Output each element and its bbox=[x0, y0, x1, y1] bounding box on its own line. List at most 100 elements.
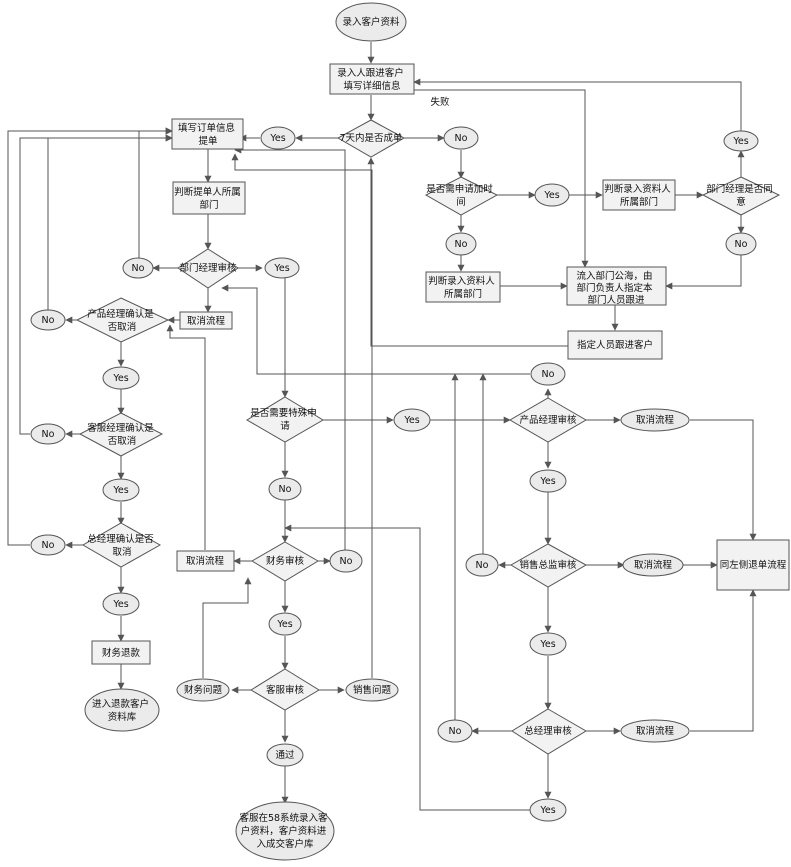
deal-7days-decision bbox=[336, 119, 406, 158]
cs-yes-label: Yes bbox=[112, 485, 128, 496]
fail-label: 失败 bbox=[430, 96, 450, 108]
pm-review-yes-node bbox=[529, 469, 567, 493]
dept-yes-node bbox=[264, 257, 300, 279]
agree-no-node bbox=[725, 232, 757, 256]
extend-label: 是否需申请加时 间 bbox=[426, 183, 496, 208]
public-pool-label: 流入部门公海，由 部门负责人指定本 部门人员跟进 bbox=[576, 270, 655, 306]
judge-dept-label-1: 判断提单人所属 部门 bbox=[174, 186, 244, 211]
cs-yes-node bbox=[102, 478, 140, 502]
dept-manager-review-label: 部门经理审核 bbox=[179, 262, 237, 274]
sales-issue-label: 销售问题 bbox=[353, 684, 392, 696]
gm-review-no-label: No bbox=[449, 726, 462, 737]
refund-box bbox=[91, 640, 151, 665]
dept-no-label: No bbox=[132, 263, 145, 274]
final-label: 客服在58系统录入客 户资料，客户资料进 入成交客户库 bbox=[239, 812, 330, 850]
dept-manager-review-decision bbox=[177, 248, 239, 289]
cancel-fin-label: 取消流程 bbox=[186, 555, 225, 567]
sales-director-no-label: No bbox=[476, 560, 489, 571]
gm-no-node bbox=[30, 534, 66, 556]
cs-confirm-decision bbox=[78, 412, 164, 457]
follow-detail-label: 录入人跟进客户 填写详细信息 bbox=[337, 67, 407, 92]
cancel-gm-review-node bbox=[620, 719, 690, 743]
cs-confirm-label: 客服经理确认是 否取消 bbox=[87, 422, 157, 447]
agree-no-label: No bbox=[735, 239, 748, 250]
special-yes-node bbox=[393, 408, 431, 432]
gm-review-no-node bbox=[437, 719, 473, 743]
deal-yes-label: Yes bbox=[269, 133, 285, 144]
cs-review-label: 客服审核 bbox=[266, 684, 305, 696]
extend-yes-label: Yes bbox=[543, 190, 559, 201]
dept-no-node bbox=[122, 257, 154, 279]
fill-order-box bbox=[171, 118, 244, 150]
agree-yes-node bbox=[723, 130, 759, 152]
sales-director-no-node bbox=[465, 553, 499, 577]
sales-director-review-decision bbox=[510, 543, 588, 588]
finance-review-decision bbox=[251, 541, 319, 582]
pm-review-label: 产品经理审核 bbox=[519, 414, 577, 426]
cancel-sales-director-node bbox=[622, 553, 684, 577]
cancel-dept-box bbox=[179, 311, 233, 330]
deal-yes-node bbox=[260, 126, 296, 150]
refund-db-node bbox=[84, 688, 160, 732]
special-decision bbox=[246, 396, 324, 443]
deal-no-label: No bbox=[455, 133, 468, 144]
sales-issue-node bbox=[345, 678, 399, 702]
dept-agree-label: 部门经理是否同 意 bbox=[706, 183, 776, 208]
finance-yes-node bbox=[268, 612, 302, 636]
left-refund-box bbox=[716, 539, 790, 591]
sales-director-yes-label: Yes bbox=[539, 639, 555, 650]
pm-confirm-label: 产品经理确认是 否取消 bbox=[87, 308, 157, 333]
pm-review-no-node bbox=[530, 362, 566, 386]
pm-yes-node bbox=[102, 366, 140, 390]
finance-yes-label: Yes bbox=[276, 619, 292, 630]
judge-dept-box-1 bbox=[172, 181, 246, 215]
finance-no-node bbox=[329, 549, 363, 573]
cs-review-decision bbox=[250, 668, 320, 711]
extend-decision bbox=[424, 176, 499, 216]
pm-no-node bbox=[30, 309, 66, 331]
pm-review-no-label: No bbox=[542, 369, 555, 380]
gm-yes-label: Yes bbox=[112, 599, 128, 610]
gm-no-label: No bbox=[42, 540, 55, 551]
pm-review-decision bbox=[509, 397, 587, 443]
judge-dept-label-3: 判断录入资料人 所属部门 bbox=[604, 183, 674, 208]
extend-yes-node bbox=[534, 183, 570, 207]
gm-yes-node bbox=[102, 592, 140, 616]
finance-review-label: 财务审核 bbox=[266, 555, 305, 567]
extend-no-node bbox=[445, 232, 477, 256]
deal-no-node bbox=[443, 126, 479, 150]
pm-review-yes-label: Yes bbox=[539, 476, 555, 487]
follow-detail-box bbox=[329, 63, 415, 95]
start-label: 录入客户资料 bbox=[342, 16, 400, 28]
extend-no-label: No bbox=[455, 239, 468, 250]
pm-yes-label: Yes bbox=[112, 373, 128, 384]
fill-order-label: 填写订单信息 提单 bbox=[178, 122, 238, 147]
pass-node bbox=[266, 743, 304, 767]
left-refund-label: 同左侧退单流程 bbox=[720, 559, 787, 571]
judge-dept-box-2 bbox=[425, 271, 501, 303]
judge-dept-label-2: 判断录入资料人 所属部门 bbox=[428, 275, 498, 300]
pass-label: 通过 bbox=[275, 749, 295, 761]
agree-yes-label: Yes bbox=[732, 136, 748, 147]
connector-lines bbox=[7, 42, 757, 811]
cancel-fin-box bbox=[176, 550, 235, 572]
cs-no-node bbox=[30, 423, 66, 445]
cancel-pm-review-node bbox=[620, 408, 690, 432]
cancel-sales-director-label: 取消流程 bbox=[634, 559, 673, 571]
cs-no-label: No bbox=[42, 429, 55, 440]
special-no-node bbox=[268, 477, 302, 501]
pm-no-label: No bbox=[42, 315, 55, 326]
sales-director-yes-node bbox=[529, 632, 567, 656]
cancel-pm-review-label: 取消流程 bbox=[636, 414, 675, 426]
sales-director-review-label: 销售总监审核 bbox=[519, 559, 577, 571]
pm-confirm-decision bbox=[75, 297, 170, 343]
finance-no-label: No bbox=[340, 556, 353, 567]
gm-review-decision bbox=[511, 708, 587, 755]
special-no-label: No bbox=[279, 484, 292, 495]
assign-follow-label: 指定人员跟进客户 bbox=[577, 339, 653, 351]
gm-confirm-decision bbox=[82, 522, 162, 568]
finance-issue-label: 财务问题 bbox=[184, 684, 223, 696]
final-node bbox=[235, 801, 335, 861]
special-yes-label: Yes bbox=[403, 415, 419, 426]
special-label: 是否需要特殊申 请 bbox=[250, 407, 320, 432]
